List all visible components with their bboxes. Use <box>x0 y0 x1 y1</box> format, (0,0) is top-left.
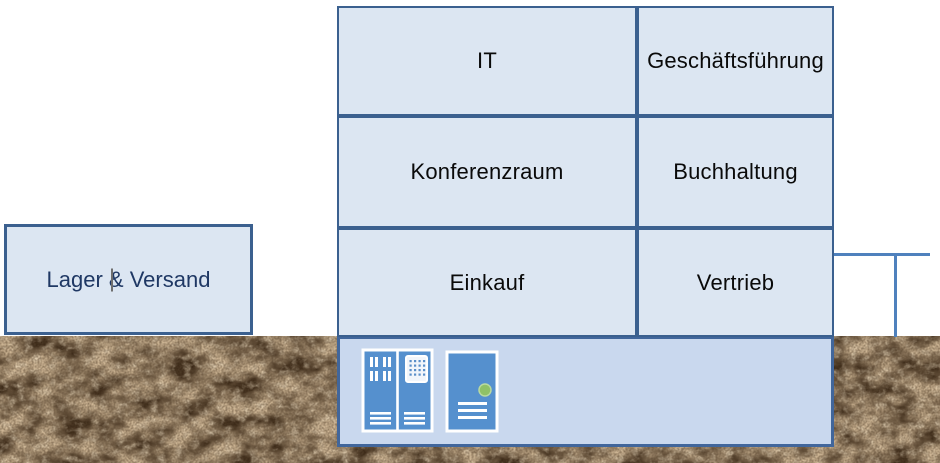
room-geschaeftsfuehrung[interactable]: Geschäftsführung <box>637 6 834 116</box>
room-it[interactable]: IT <box>337 6 637 116</box>
room-buchhaltung[interactable]: Buchhaltung <box>637 116 834 228</box>
room-label: Vertrieb <box>696 269 775 295</box>
room-konferenzraum[interactable]: Konferenzraum <box>337 116 637 228</box>
dock-line-vertical <box>894 253 897 337</box>
room-label: Buchhaltung <box>673 159 798 184</box>
server-tower-icon[interactable] <box>445 350 499 438</box>
warehouse-label: Lager & Versand <box>46 266 211 292</box>
text-cursor <box>111 268 113 291</box>
room-label: Konferenzraum <box>410 159 564 184</box>
room-label: Einkauf <box>449 269 525 295</box>
room-label: IT <box>477 48 497 73</box>
power-led-icon <box>478 383 492 397</box>
room-einkauf[interactable]: Einkauf <box>337 228 637 337</box>
dock-line-horizontal <box>834 253 930 256</box>
office-building: IT Geschäftsführung Konferenzraum Buchha… <box>337 6 834 337</box>
room-label: Geschäftsführung <box>647 48 824 73</box>
basement-server-room[interactable] <box>337 336 834 447</box>
warehouse-lager-versand[interactable]: Lager & Versand <box>4 224 253 335</box>
room-vertrieb[interactable]: Vertrieb <box>637 228 834 337</box>
server-rack-cabinet-icon[interactable] <box>361 348 434 438</box>
